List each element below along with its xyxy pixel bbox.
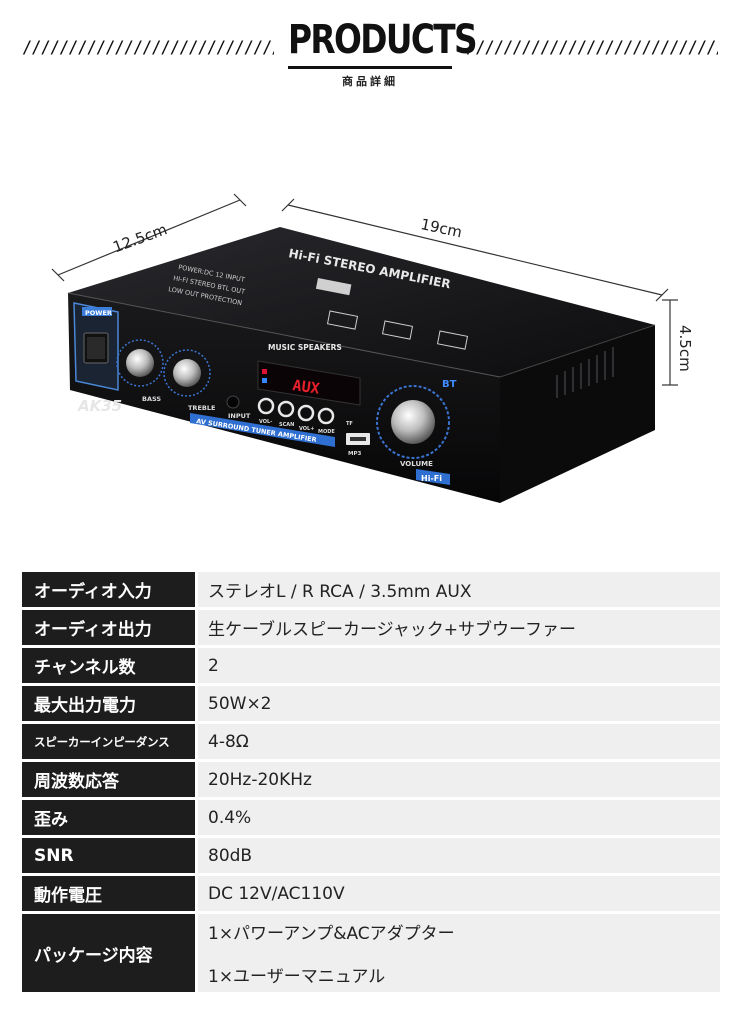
svg-text:TREBLE: TREBLE: [188, 404, 215, 412]
spec-key: 周波数応答: [22, 762, 195, 797]
hifi-badge: Hi-Fi: [416, 469, 450, 485]
page-subtitle: 商品詳細: [342, 75, 398, 88]
spec-key: オーディオ出力: [22, 610, 195, 645]
spec-value: 20Hz-20KHz: [198, 762, 720, 797]
decorative-slashes-left: //////////////////////////////////: [22, 38, 274, 58]
amplifier-body: [67, 227, 656, 503]
svg-text:MP3: MP3: [348, 451, 362, 457]
dimension-height: 4.5cm: [662, 299, 694, 386]
svg-text:VOLUME: VOLUME: [400, 460, 433, 468]
width-label: 19cm: [419, 215, 464, 241]
spec-row: オーディオ出力 生ケーブルスピーカージャック+サブウーファー: [22, 610, 720, 645]
depth-label: 12.5cm: [110, 220, 169, 256]
svg-text:BASS: BASS: [142, 395, 161, 403]
svg-text:MUSIC SPEAKERS: MUSIC SPEAKERS: [268, 343, 342, 352]
spec-value: 80dB: [198, 838, 720, 873]
spec-value: 生ケーブルスピーカージャック+サブウーファー: [198, 610, 720, 645]
treble-knob: TREBLE: [163, 349, 215, 412]
spec-row: SNR 80dB: [22, 838, 720, 873]
spec-key: パッケージ内容: [22, 914, 195, 992]
spec-row: オーディオ入力 ステレオL / R RCA / 3.5mm AUX: [22, 572, 720, 607]
bass-knob: BASS: [116, 339, 164, 403]
spec-value: DC 12V/AC110V: [198, 876, 720, 911]
svg-text:INPUT: INPUT: [228, 412, 251, 420]
usb-port: MP3: [346, 433, 370, 457]
spec-key: 歪み: [22, 800, 195, 835]
display-panel: MUSIC SPEAKERS AUX: [257, 343, 361, 406]
svg-text:VOL-: VOL-: [259, 419, 272, 425]
spec-row: 動作電圧 DC 12V/AC110V: [22, 876, 720, 911]
brand-label: AK35: [77, 397, 122, 415]
svg-text:VOL+: VOL+: [299, 426, 314, 432]
spec-key: オーディオ入力: [22, 572, 195, 607]
spec-row: 周波数応答 20Hz-20KHz: [22, 762, 720, 797]
power-switch-panel: POWER: [73, 302, 119, 391]
title-underline: [288, 66, 452, 69]
spec-row: スピーカーインピーダンス 4-8Ω: [22, 724, 720, 759]
svg-text:SCAN: SCAN: [279, 422, 294, 428]
svg-text:TF: TF: [346, 421, 353, 427]
control-buttons: [257, 397, 335, 425]
spec-value: 2: [198, 648, 720, 683]
input-jack: INPUT: [226, 395, 251, 420]
height-label: 4.5cm: [676, 325, 694, 372]
svg-text:Hi-Fi: Hi-Fi: [421, 474, 442, 483]
bt-label: BT: [442, 379, 457, 390]
spec-table: オーディオ入力 ステレオL / R RCA / 3.5mm AUX オーディオ出…: [22, 572, 720, 995]
spec-value: 0.4%: [198, 800, 720, 835]
page-header: ////////////////////////////////// PRODU…: [0, 0, 740, 100]
page-title: PRODUCTS: [288, 17, 478, 63]
spec-row: パッケージ内容 1×パワーアンプ&ACアダプター 1×ユーザーマニュアル: [22, 914, 720, 992]
spec-value: 4-8Ω: [198, 724, 720, 759]
spec-row: 最大出力電力 50W×2: [22, 686, 720, 721]
spec-key: 動作電圧: [22, 876, 195, 911]
package-item: 1×ユーザーマニュアル: [208, 967, 386, 987]
package-item: 1×パワーアンプ&ACアダプター: [208, 924, 455, 944]
power-label: POWER: [85, 309, 112, 317]
spec-key: スピーカーインピーダンス: [22, 724, 195, 759]
amplifier-illustration: 12.5cm 19cm 4.5cm: [51, 193, 694, 503]
spec-value: ステレオL / R RCA / 3.5mm AUX: [198, 572, 720, 607]
svg-text:MODE: MODE: [318, 429, 335, 435]
spec-row: チャンネル数 2: [22, 648, 720, 683]
spec-value: 50W×2: [198, 686, 720, 721]
display-readout: AUX: [291, 376, 320, 398]
spec-value: 1×パワーアンプ&ACアダプター 1×ユーザーマニュアル: [198, 914, 720, 992]
spec-key: 最大出力電力: [22, 686, 195, 721]
spec-key: チャンネル数: [22, 648, 195, 683]
volume-knob: VOLUME BT: [376, 379, 457, 468]
spec-row: 歪み 0.4%: [22, 800, 720, 835]
product-image: 12.5cm 19cm 4.5cm: [30, 185, 720, 515]
decorative-slashes-right: //////////////////////////////////: [466, 38, 718, 58]
spec-key: SNR: [22, 838, 195, 873]
